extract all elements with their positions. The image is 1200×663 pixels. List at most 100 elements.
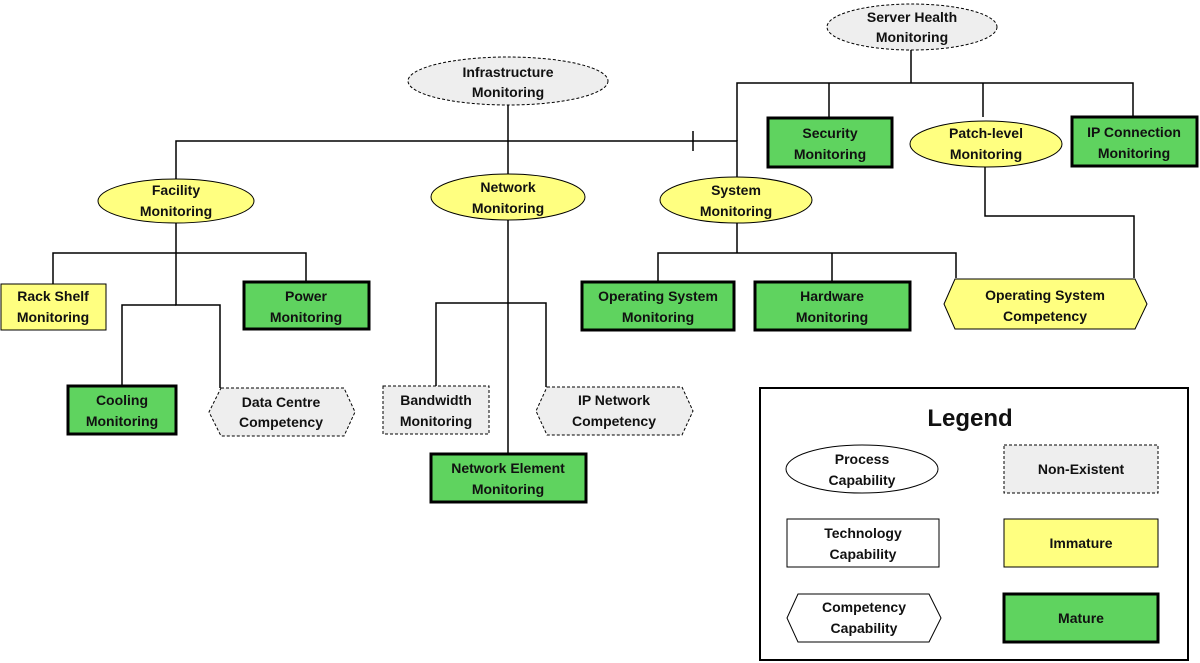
- node-label: Server Health: [867, 9, 957, 25]
- legend-competency: Competency Capability: [786, 593, 942, 643]
- technology-shape: [753, 280, 912, 332]
- legend-label: Capability: [830, 546, 897, 562]
- node-label: Security: [802, 125, 857, 141]
- node-label: Monitoring: [794, 146, 866, 162]
- legend-label: Capability: [831, 620, 898, 636]
- node-label: Operating System: [598, 288, 718, 304]
- legend-swatch: [1003, 444, 1159, 494]
- legend-label: Non-Existent: [1038, 461, 1125, 477]
- process-shape: [407, 56, 609, 106]
- legend-label: Process: [835, 451, 890, 467]
- network-monitoring-node: Network Monitoring: [430, 173, 586, 221]
- technology-shape: [766, 116, 894, 169]
- connector: [175, 140, 738, 179]
- infrastructure-monitoring-node: Infrastructure Monitoring: [407, 56, 609, 106]
- node-label: Monitoring: [472, 481, 544, 497]
- node-label: Competency: [239, 414, 323, 430]
- node-label: IP Connection: [1087, 124, 1181, 140]
- node-label: Monitoring: [622, 309, 694, 325]
- security-monitoring-node: Security Monitoring: [766, 116, 894, 169]
- process-shape: [97, 178, 255, 224]
- os-competency-node: Operating System Competency: [943, 278, 1148, 330]
- legend-label: Competency: [822, 599, 906, 615]
- node-label: Facility: [152, 182, 200, 198]
- node-label: Monitoring: [270, 309, 342, 325]
- node-label: Monitoring: [472, 200, 544, 216]
- node-label: Competency: [1003, 308, 1087, 324]
- connector: [657, 252, 957, 281]
- node-label: Monitoring: [876, 29, 948, 45]
- hardware-monitoring-node: Hardware Monitoring: [753, 280, 912, 332]
- node-label: Monitoring: [950, 146, 1022, 162]
- process-shape: [785, 444, 939, 494]
- node-label: Infrastructure: [462, 64, 553, 80]
- node-label: Power: [285, 288, 328, 304]
- node-label: Cooling: [96, 392, 148, 408]
- connector: [984, 167, 1135, 278]
- connectors: [52, 50, 1135, 454]
- connector: [435, 302, 547, 387]
- technology-shape: [242, 280, 371, 331]
- legend-label: Capability: [829, 472, 896, 488]
- legend-process: Process Capability: [785, 444, 939, 494]
- technology-shape: [0, 283, 107, 331]
- process-shape: [909, 120, 1063, 168]
- network-element-monitoring-node: Network Element Monitoring: [429, 452, 588, 504]
- node-label: Monitoring: [1098, 145, 1170, 161]
- process-shape: [430, 173, 586, 221]
- legend-swatch: [1003, 518, 1159, 568]
- node-label: Bandwidth: [400, 392, 472, 408]
- node-label: Hardware: [800, 288, 864, 304]
- competency-shape: [943, 278, 1148, 330]
- node-label: Competency: [572, 413, 656, 429]
- os-monitoring-node: Operating System Monitoring: [580, 280, 736, 332]
- data-centre-competency-node: Data Centre Competency: [208, 387, 356, 437]
- server-health-monitoring-node: Server Health Monitoring: [826, 3, 998, 51]
- legend-swatch: [1002, 592, 1160, 644]
- legend-label: Technology: [824, 525, 902, 541]
- system-monitoring-node: System Monitoring: [659, 176, 813, 224]
- technology-shape: [1070, 115, 1199, 168]
- legend-title: Legend: [927, 405, 1012, 432]
- technology-shape: [786, 518, 940, 568]
- competency-shape: [208, 387, 356, 437]
- connector: [175, 222, 221, 388]
- connector: [121, 304, 176, 386]
- competency-shape: [786, 593, 942, 643]
- node-label: System: [711, 182, 761, 198]
- legend-label: Mature: [1058, 610, 1104, 626]
- patch-level-monitoring-node: Patch-level Monitoring: [909, 120, 1063, 168]
- legend-technology: Technology Capability: [786, 518, 940, 568]
- power-monitoring-node: Power Monitoring: [242, 280, 371, 331]
- technology-shape: [66, 384, 178, 436]
- technology-shape: [382, 385, 490, 435]
- node-label: Operating System: [985, 287, 1105, 303]
- rack-shelf-monitoring-node: Rack Shelf Monitoring: [0, 283, 107, 331]
- connector: [736, 82, 1134, 141]
- node-label: Monitoring: [700, 203, 772, 219]
- legend-immature: Immature: [1003, 518, 1159, 568]
- node-label: Network: [480, 179, 535, 195]
- process-shape: [659, 176, 813, 224]
- technology-shape: [429, 452, 588, 504]
- node-label: Monitoring: [140, 203, 212, 219]
- process-shape: [826, 3, 998, 51]
- node-label: Data Centre: [242, 394, 321, 410]
- node-label: Patch-level: [949, 125, 1023, 141]
- technology-shape: [580, 280, 736, 332]
- competency-shape: [535, 386, 694, 436]
- node-label: Network Element: [451, 460, 565, 476]
- node-label: Monitoring: [17, 309, 89, 325]
- node-label: Monitoring: [86, 413, 158, 429]
- facility-monitoring-node: Facility Monitoring: [97, 178, 255, 224]
- ip-network-competency-node: IP Network Competency: [535, 386, 694, 436]
- node-label: Monitoring: [472, 84, 544, 100]
- node-label: Rack Shelf: [17, 288, 89, 304]
- ip-connection-monitoring-node: IP Connection Monitoring: [1070, 115, 1199, 168]
- bandwidth-monitoring-node: Bandwidth Monitoring: [382, 385, 490, 435]
- legend: Legend Process Capability Technology Cap…: [759, 387, 1189, 661]
- legend-label: Immature: [1049, 535, 1112, 551]
- cooling-monitoring-node: Cooling Monitoring: [66, 384, 178, 436]
- node-label: Monitoring: [796, 309, 868, 325]
